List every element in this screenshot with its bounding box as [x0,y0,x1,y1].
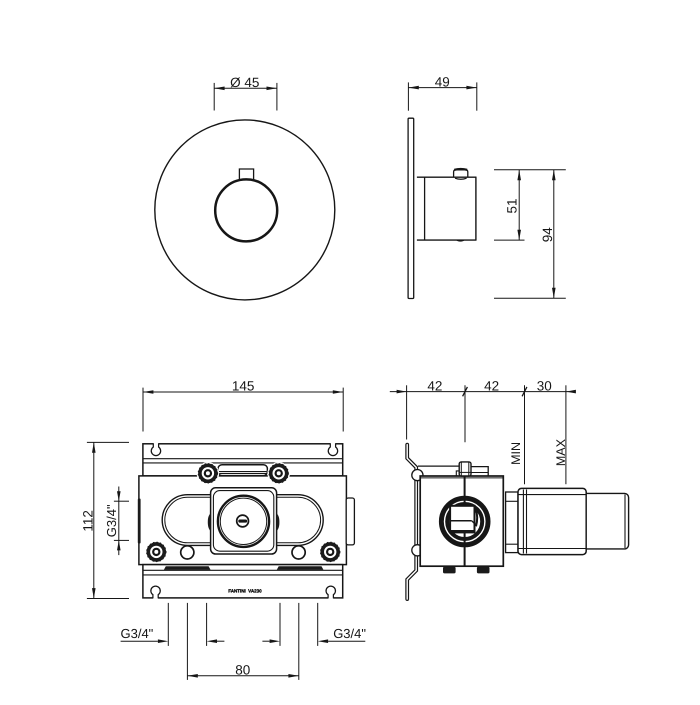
svg-text:FANTINI VA230: FANTINI VA230 [228,589,262,594]
svg-text:G3/4": G3/4" [104,504,119,537]
svg-text:MIN: MIN [509,442,523,465]
svg-text:G3/4": G3/4" [333,626,366,641]
svg-text:145: 145 [232,379,255,394]
svg-text:MAX: MAX [554,438,568,466]
svg-text:30: 30 [537,378,552,393]
svg-text:42: 42 [484,378,499,393]
svg-text:80: 80 [235,663,250,678]
svg-text:Ø 45: Ø 45 [230,75,259,90]
svg-text:112: 112 [80,510,95,532]
svg-text:51: 51 [505,198,520,213]
svg-text:G3/4": G3/4" [120,626,153,641]
svg-text:94: 94 [540,227,555,243]
svg-text:49: 49 [435,75,450,90]
svg-text:42: 42 [427,378,442,393]
